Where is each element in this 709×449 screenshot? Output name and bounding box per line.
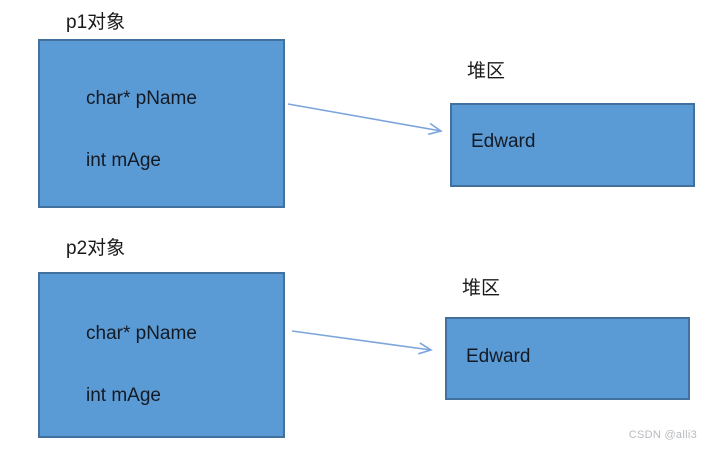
p1-heap-title: 堆区 (467, 61, 506, 82)
p1-heap-value: Edward (471, 131, 536, 152)
p1-field-mage: int mAge (86, 150, 161, 171)
p1-object-box: char* pName int mAge (38, 39, 285, 208)
p2-to-heap-arrow (291, 330, 433, 355)
p2-field-mage: int mAge (86, 385, 161, 406)
p2-object-title: p2对象 (66, 238, 126, 259)
p2-heap-box: Edward (445, 317, 690, 400)
p1-field-pname: char* pName (86, 88, 197, 109)
p2-heap-title: 堆区 (462, 278, 501, 299)
p2-object-box: char* pName int mAge (38, 272, 285, 438)
p1-heap-box: Edward (450, 103, 695, 187)
p2-heap-value: Edward (466, 346, 531, 367)
p1-object-title: p1对象 (66, 12, 126, 33)
p2-field-pname: char* pName (86, 323, 197, 344)
watermark: CSDN @alli3 (628, 429, 697, 441)
p1-to-heap-arrow (287, 103, 443, 136)
